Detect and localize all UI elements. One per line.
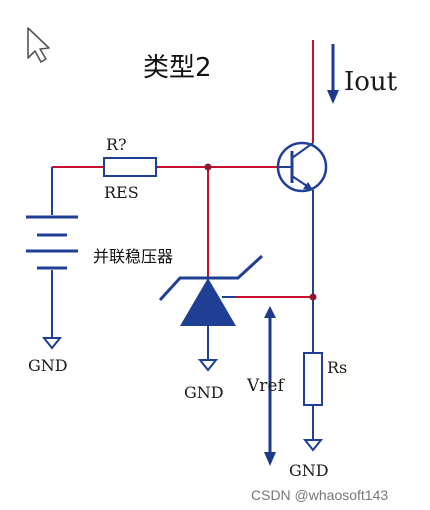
npn-transistor-symbol xyxy=(276,141,328,193)
battery-symbol xyxy=(26,215,78,270)
resistor-value-label: RES xyxy=(104,183,139,202)
wires xyxy=(52,40,314,298)
junction-dot xyxy=(309,293,317,301)
rs-label: Rs xyxy=(327,358,347,377)
shunt-regulator-symbol xyxy=(158,254,264,326)
iout-arrow xyxy=(327,44,339,104)
sense-resistor-symbol xyxy=(303,352,323,406)
iout-label: Iout xyxy=(344,67,398,97)
gnd-label-battery: GND xyxy=(28,356,68,375)
component-wires xyxy=(51,167,314,440)
watermark: CSDN @whaosoft143 xyxy=(251,487,388,503)
resistor-ref-label: R? xyxy=(106,135,127,154)
ground-symbol xyxy=(197,359,219,372)
junction-dot xyxy=(204,163,212,171)
ground-symbol xyxy=(41,337,63,350)
diagram-title: 类型2 xyxy=(143,53,212,83)
mouse-pointer-icon xyxy=(27,27,50,63)
vref-arrow xyxy=(264,306,276,466)
gnd-label-regulator: GND xyxy=(184,383,224,402)
ground-symbol xyxy=(302,439,324,452)
vref-label: Vref xyxy=(246,376,285,396)
resistor-symbol xyxy=(103,157,157,177)
gnd-label-rs: GND xyxy=(289,461,329,480)
shunt-regulator-label: 并联稳压器 xyxy=(93,247,173,266)
